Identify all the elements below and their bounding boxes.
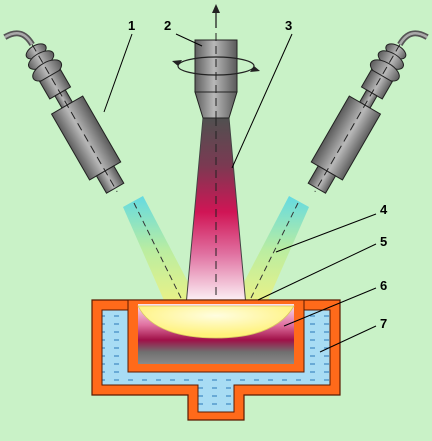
left-electron-gun — [3, 30, 125, 194]
callout-4: 4 — [380, 202, 388, 217]
rotating-holder — [194, 20, 238, 119]
right-electron-beam — [232, 196, 309, 305]
right-electron-gun — [307, 30, 429, 194]
circular-arrow-icon — [172, 56, 260, 76]
callout-5: 5 — [380, 234, 387, 249]
melt-pool — [137, 305, 295, 339]
left-electron-beam — [123, 196, 200, 305]
arrow-up-icon — [212, 4, 220, 28]
leader-lines — [103, 33, 377, 353]
callout-1: 1 — [128, 18, 135, 33]
callout-6: 6 — [380, 278, 387, 293]
central-feed-rod — [185, 117, 247, 307]
callout-2: 2 — [164, 18, 171, 33]
callout-7: 7 — [380, 316, 387, 331]
callout-3: 3 — [285, 18, 292, 33]
